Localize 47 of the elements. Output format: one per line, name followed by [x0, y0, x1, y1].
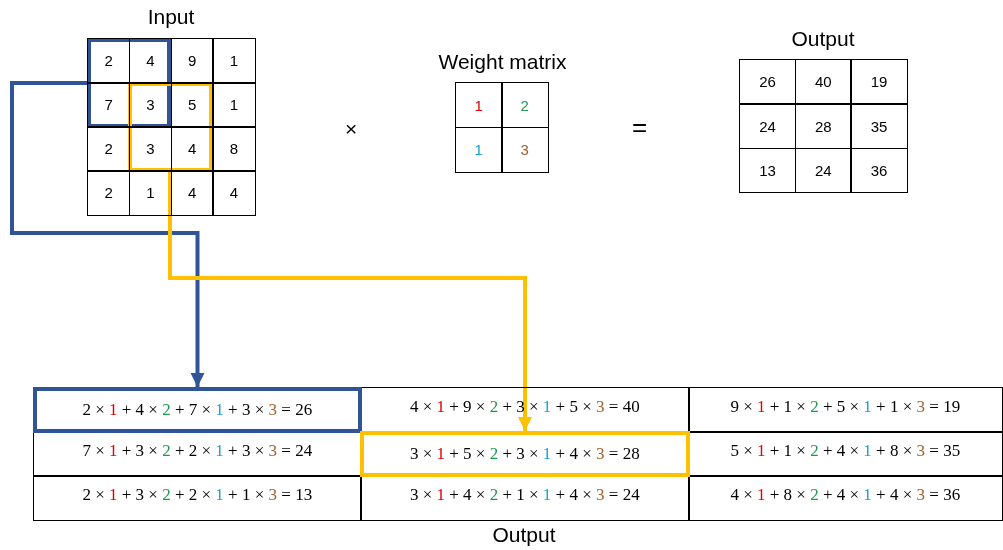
table-cell: 4 × 1 + 8 × 2 + 4 × 1 + 4 × 3 = 36: [688, 475, 1003, 521]
operator-sign: =: [632, 112, 648, 143]
matrix-cell: 3: [501, 126, 549, 173]
highlight-frame: [87, 38, 171, 128]
table-cell: 3 × 1 + 4 × 2 + 1 × 1 + 4 × 3 = 24: [360, 475, 690, 521]
matrix-cell: 40: [794, 59, 852, 105]
matrix-title: Output: [790, 27, 856, 51]
matrix-cell: 3: [128, 126, 172, 172]
matrix-cell: 4: [170, 170, 214, 216]
operator-sign: ×: [345, 117, 358, 141]
matrix-cell: 9: [170, 38, 214, 84]
matrix-cell: 8: [212, 126, 256, 172]
arrow: [168, 172, 532, 431]
matrix-cell: 1: [212, 38, 256, 84]
matrix-cell: 1: [212, 82, 256, 128]
matrix-cell: 13: [739, 147, 797, 194]
matrix-cell: 4: [170, 126, 214, 172]
matrix-cell: 24: [794, 147, 852, 194]
matrix-cell: 4: [128, 38, 172, 84]
matrix-cell: 19: [850, 59, 908, 105]
matrix-cell: 26: [739, 59, 797, 105]
matrix-cell: 36: [850, 147, 908, 194]
matrix-cell: 1: [455, 82, 503, 128]
matrix-cell: 5: [170, 82, 214, 128]
matrix-cell: 7: [87, 82, 131, 128]
matrix-cell: 2: [501, 82, 549, 128]
matrix-cell: 2: [87, 170, 131, 216]
highlighted-cell: 2 × 1 + 4 × 2 + 7 × 1 + 3 × 3 = 26: [33, 387, 362, 433]
matrix-cell: 2: [87, 126, 131, 172]
matrix-cell: 28: [794, 103, 852, 150]
matrix-cell: 3: [128, 82, 172, 128]
matrix-title: Weight matrix: [437, 50, 568, 74]
table-cell: 9 × 1 + 1 × 2 + 5 × 1 + 1 × 3 = 19: [688, 387, 1003, 433]
highlight-frame: [128, 82, 213, 172]
matrix-title: Output: [491, 523, 557, 547]
matrix-cell: 2: [87, 38, 131, 84]
matrix-cell: 24: [739, 103, 797, 150]
table-cell: 2 × 1 + 3 × 2 + 2 × 1 + 1 × 3 = 13: [33, 475, 362, 521]
highlighted-cell: 3 × 1 + 5 × 2 + 3 × 1 + 4 × 3 = 28: [360, 431, 690, 477]
table-cell: 7 × 1 + 3 × 2 + 2 × 1 + 3 × 3 = 24: [33, 431, 362, 477]
matrix-title: Input: [146, 5, 196, 29]
matrix-cell: 4: [212, 170, 256, 216]
table-cell: 5 × 1 + 1 × 2 + 4 × 1 + 8 × 3 = 35: [688, 431, 1003, 477]
matrix-cell: 1: [455, 126, 503, 173]
arrow: [10, 81, 205, 387]
matrix-cell: 35: [850, 103, 908, 150]
matrix-cell: 1: [128, 170, 172, 216]
